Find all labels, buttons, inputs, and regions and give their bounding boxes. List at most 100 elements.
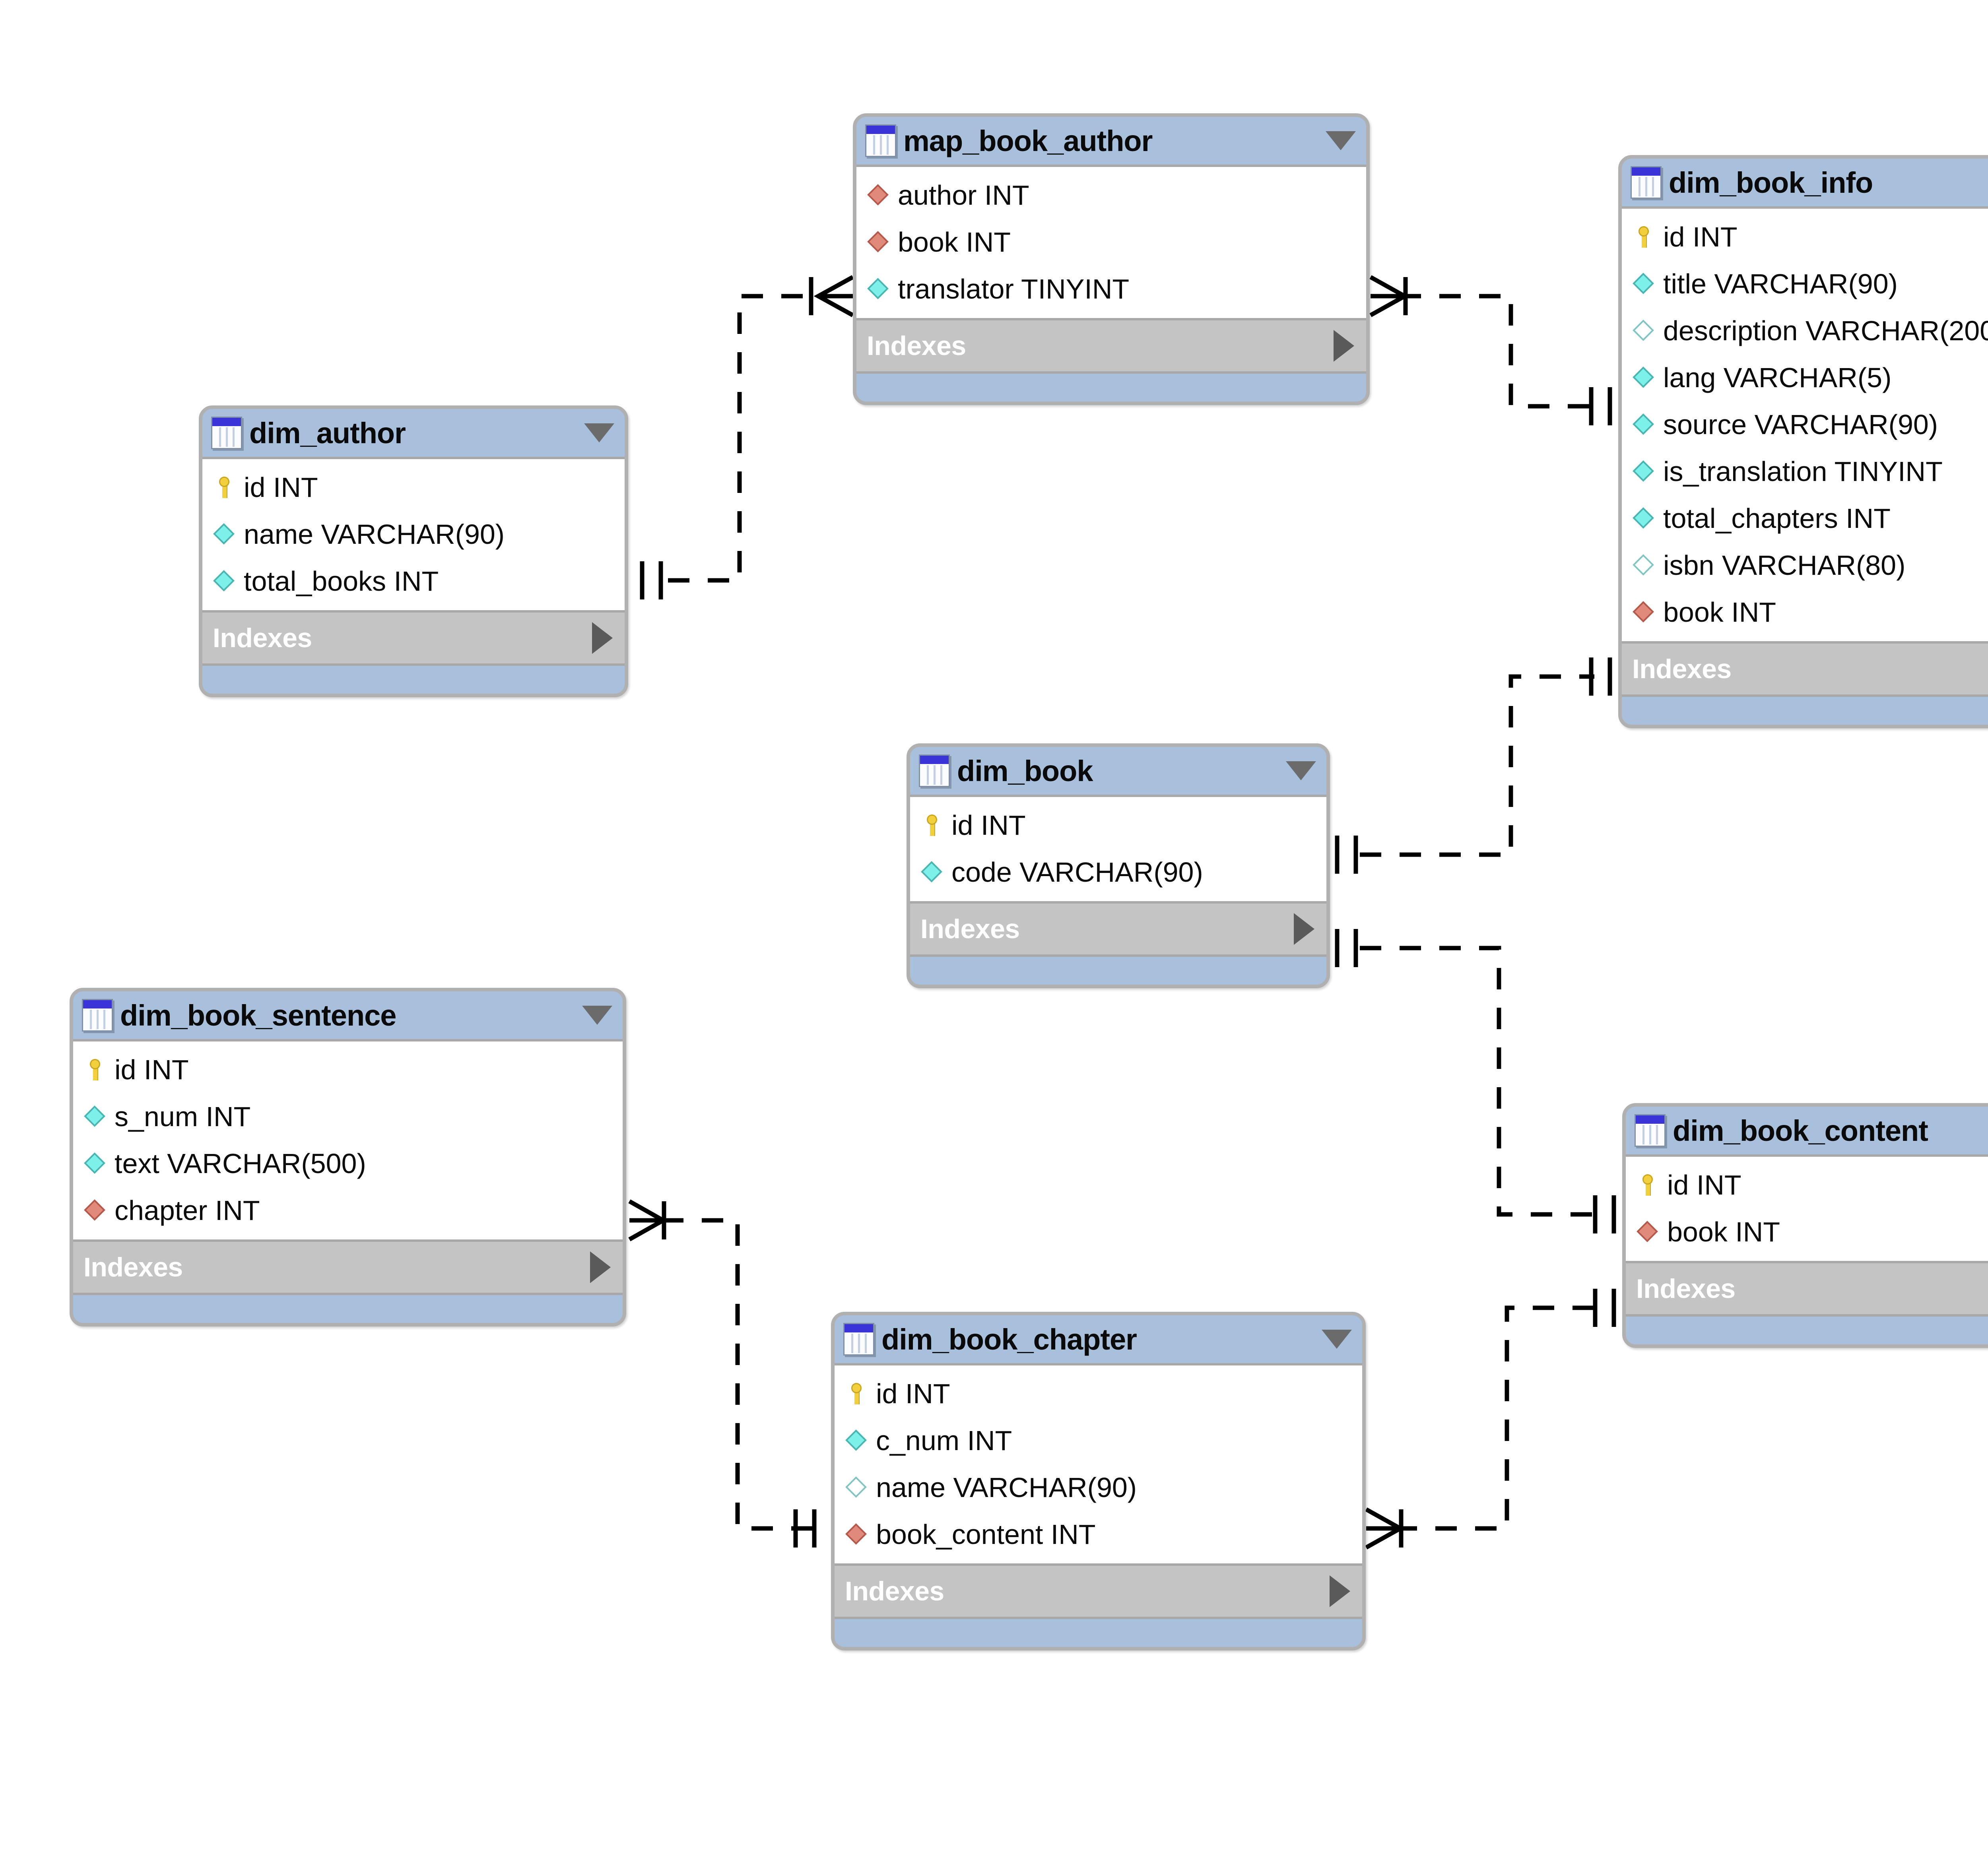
chevron-down-icon[interactable] [1326,131,1356,150]
indexes-section[interactable]: Indexes [1622,644,1988,694]
field-label: total_books INT [244,566,439,597]
table-title: dim_book_chapter [881,1323,1137,1356]
table-dim_book_content[interactable]: dim_book_content id INT book INT Indexes [1622,1103,1988,1348]
table-dim_book[interactable]: dim_book id INT code VARCHAR(90) Indexes [907,743,1330,988]
table-footer [73,1293,623,1323]
table-field-row[interactable]: book INT [856,219,1366,266]
field-label: translator TINYINT [898,273,1130,304]
table-footer [1622,694,1988,725]
field-label: code VARCHAR(90) [951,857,1203,888]
table-title: dim_author [249,416,406,450]
field-label: author INT [898,180,1029,211]
indexes-label: Indexes [1636,1274,1736,1304]
relationship-book-to-bookcontent [1335,929,1616,1233]
table-icon [211,417,242,449]
table-fields-dim_book_info: id INT title VARCHAR(90) description VAR… [1622,206,1988,644]
table-header-dim_book[interactable]: dim_book [910,747,1326,795]
primary-key-icon [83,1057,107,1082]
table-dim_book_sentence[interactable]: dim_book_sentence id INT s_num INT text … [70,988,626,1326]
table-header-dim_author[interactable]: dim_author [202,409,625,457]
table-field-row[interactable]: isbn VARCHAR(80) [1622,542,1988,589]
table-field-row[interactable]: is_translation TINYINT [1622,448,1988,495]
column-diamond-icon [213,522,236,547]
table-dim_book_chapter[interactable]: dim_book_chapter id INT c_num INT name V… [831,1312,1366,1650]
indexes-section[interactable]: Indexes [202,613,625,663]
expand-arrow-icon[interactable] [1294,913,1314,945]
expand-arrow-icon[interactable] [592,622,613,654]
fk-diamond-icon [1632,600,1655,624]
fk-diamond-icon [83,1198,107,1223]
column-diamond-icon [83,1151,107,1176]
table-field-row[interactable]: id INT [1622,213,1988,260]
table-field-row[interactable]: title VARCHAR(90) [1622,260,1988,307]
table-field-row[interactable]: name VARCHAR(90) [835,1464,1362,1511]
chevron-down-icon[interactable] [584,423,614,442]
column-diamond-icon [845,1428,868,1453]
nullable-diamond-icon [1632,553,1655,578]
chevron-down-icon[interactable] [1322,1330,1352,1349]
primary-key-icon [920,813,944,838]
table-field-row[interactable]: id INT [202,464,625,511]
table-field-row[interactable]: book_content INT [835,1511,1362,1558]
table-field-row[interactable]: book INT [1626,1208,1988,1255]
table-field-row[interactable]: name VARCHAR(90) [202,511,625,558]
table-field-row[interactable]: total_books INT [202,558,625,605]
indexes-label: Indexes [867,331,966,361]
table-footer [856,371,1366,401]
nullable-diamond-icon [845,1475,868,1500]
indexes-section[interactable]: Indexes [856,320,1366,371]
table-fields-dim_book: id INT code VARCHAR(90) [910,795,1326,904]
table-header-dim_book_content[interactable]: dim_book_content [1626,1107,1988,1154]
indexes-section[interactable]: Indexes [910,904,1326,954]
indexes-section[interactable]: Indexes [73,1242,623,1293]
table-header-map_book_author[interactable]: map_book_author [856,117,1366,165]
table-field-row[interactable]: book INT [1622,589,1988,636]
chevron-down-icon[interactable] [1286,761,1316,780]
fk-diamond-icon [1636,1220,1659,1244]
fk-diamond-icon [867,183,890,208]
expand-arrow-icon[interactable] [590,1251,611,1283]
field-label: total_chapters INT [1663,503,1891,534]
table-field-row[interactable]: chapter INT [73,1187,623,1234]
relationship-author-to-map [640,275,854,599]
table-field-row[interactable]: total_chapters INT [1622,495,1988,542]
field-label: name VARCHAR(90) [244,519,505,550]
table-field-row[interactable]: id INT [835,1370,1362,1417]
table-footer [910,954,1326,985]
table-header-dim_book_chapter[interactable]: dim_book_chapter [835,1315,1362,1363]
table-field-row[interactable]: author INT [856,172,1366,219]
table-title: dim_book_content [1673,1114,1928,1147]
table-field-row[interactable]: s_num INT [73,1093,623,1140]
table-title: map_book_author [903,124,1153,157]
expand-arrow-icon[interactable] [1330,1575,1350,1607]
table-field-row[interactable]: id INT [910,802,1326,849]
table-header-dim_book_info[interactable]: dim_book_info [1622,159,1988,206]
table-field-row[interactable]: translator TINYINT [856,266,1366,312]
primary-key-icon [1636,1173,1659,1197]
table-icon [865,124,896,157]
table-field-row[interactable]: source VARCHAR(90) [1622,401,1988,448]
table-dim_book_info[interactable]: dim_book_info id INT title VARCHAR(90) d… [1618,155,1988,728]
table-field-row[interactable]: code VARCHAR(90) [910,849,1326,896]
table-field-row[interactable]: id INT [73,1046,623,1093]
column-diamond-icon [213,569,236,593]
table-field-row[interactable]: id INT [1626,1162,1988,1208]
table-field-row[interactable]: c_num INT [835,1417,1362,1464]
indexes-section[interactable]: Indexes [835,1566,1362,1617]
table-map_book_author[interactable]: map_book_author author INT book INT tran… [853,113,1370,405]
table-dim_author[interactable]: dim_author id INT name VARCHAR(90) total… [199,405,628,697]
table-field-row[interactable]: description VARCHAR(200) [1622,307,1988,354]
field-label: book INT [898,227,1011,258]
field-label: id INT [1663,221,1738,252]
expand-arrow-icon[interactable] [1334,330,1354,362]
column-diamond-icon [1632,271,1655,296]
indexes-section[interactable]: Indexes [1626,1263,1988,1314]
table-header-dim_book_sentence[interactable]: dim_book_sentence [73,991,623,1039]
chevron-down-icon[interactable] [582,1006,612,1025]
primary-key-icon [845,1381,868,1406]
field-label: c_num INT [876,1425,1012,1456]
table-field-row[interactable]: lang VARCHAR(5) [1622,354,1988,401]
primary-key-icon [213,475,236,500]
table-field-row[interactable]: text VARCHAR(500) [73,1140,623,1187]
